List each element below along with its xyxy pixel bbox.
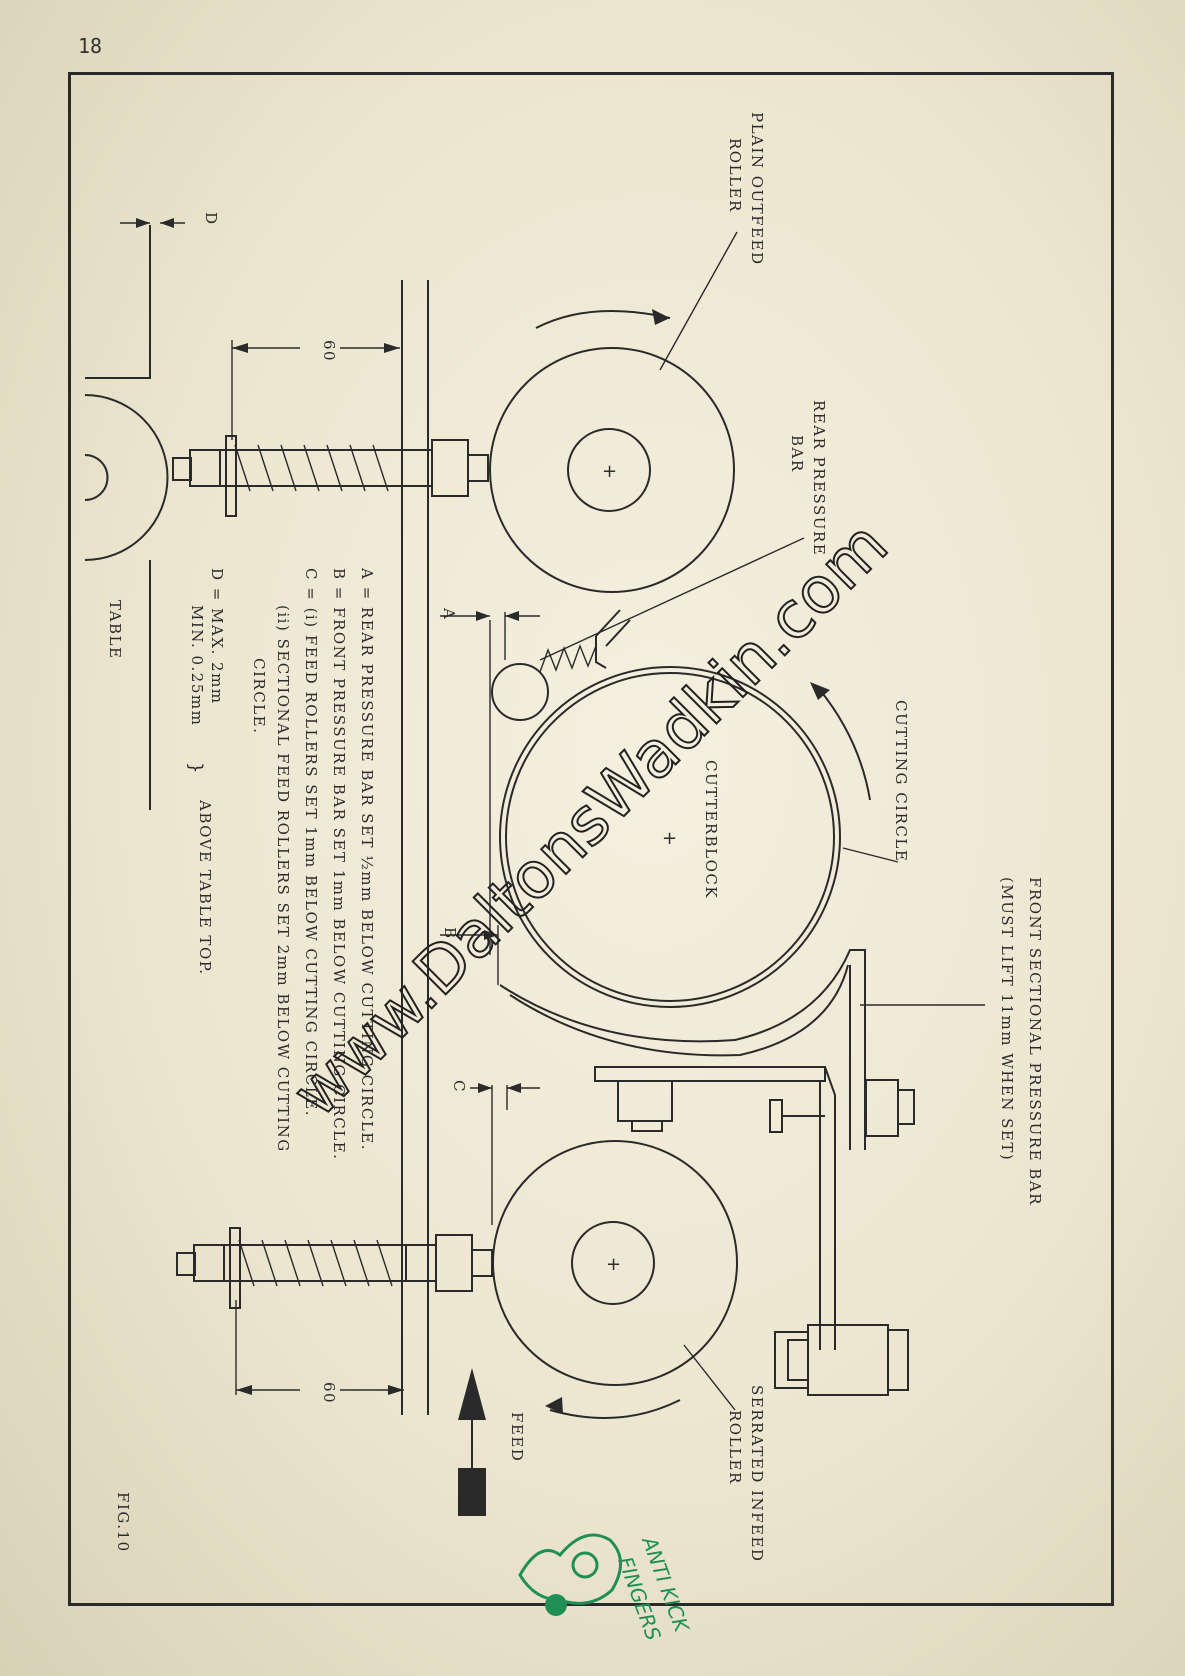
front-sectional-label-1: FRONT SECTIONAL PRESSURE BAR [1026, 877, 1044, 1206]
dimension-a: A [440, 607, 540, 955]
plain-outfeed-roller: + [489, 347, 735, 593]
svg-text:}: } [185, 762, 206, 773]
figure-frame [68, 72, 1114, 1606]
dimension-c: C [450, 1080, 540, 1225]
page-number: 18 [78, 34, 103, 58]
front-sectional-pressure-bar [499, 949, 985, 1396]
feed-label: FEED [508, 1412, 526, 1462]
table-roller-inner-arc [84, 454, 109, 501]
rear-pressure-leader [539, 537, 805, 661]
table-label: TABLE [106, 600, 124, 659]
svg-text:+: + [602, 461, 617, 482]
legend-d3: ABOVE TABLE TOP. [196, 799, 214, 976]
dimension-b: B [440, 925, 499, 985]
table-edge [85, 225, 151, 379]
serrated-infeed-label-2: ROLLER [726, 1410, 744, 1485]
cutting-rotation-arrow [819, 689, 871, 801]
cutting-circle-label: CUTTING CIRCLE [892, 700, 910, 862]
handwritten-note: ANTI KICK FINGERS [518, 1532, 694, 1644]
dimension-60-upper: 60 [231, 340, 400, 440]
svg-text:D: D [202, 212, 220, 226]
rear-pressure-label-2: BAR [788, 435, 806, 473]
outfeed-leader [659, 231, 738, 371]
cutterblock: + [499, 666, 841, 1008]
infeed-rotation-arrow [549, 1399, 681, 1419]
legend-c3: CIRCLE. [250, 658, 268, 734]
legend-c2: (ii) SECTIONAL FEED ROLLERS SET 2mm BELO… [274, 605, 292, 1153]
feed-arrow-icon [458, 1368, 486, 1516]
table-roller-arc [84, 394, 169, 561]
legend-c1: C = (i) FEED ROLLERS SET 1mm BELOW CUTTI… [302, 568, 320, 1117]
plain-outfeed-label-2: ROLLER [726, 138, 744, 213]
infeed-leader [683, 1344, 736, 1411]
figure-label: FIG.10 [114, 1492, 132, 1553]
serrated-infeed-roller: + [492, 1140, 738, 1386]
legend-a: A = REAR PRESSURE BAR SET ½mm BELOW CUTT… [358, 567, 376, 1151]
svg-text:60: 60 [320, 1382, 338, 1404]
svg-text:A: A [440, 607, 458, 620]
front-spring-assembly [176, 1227, 493, 1309]
dimension-60-lower: 60 [235, 1300, 404, 1404]
svg-text:C: C [450, 1080, 468, 1093]
svg-text:+: + [662, 828, 677, 849]
svg-text:+: + [606, 1254, 621, 1275]
plain-outfeed-label-1: PLAIN OUTFEED [748, 112, 766, 265]
svg-text:B: B [441, 927, 459, 940]
legend-b: B = FRONT PRESSURE BAR SET 1mm BELOW CUT… [330, 568, 348, 1160]
settings-legend: A = REAR PRESSURE BAR SET ½mm BELOW CUTT… [185, 567, 376, 1160]
legend-d1: D = MAX. 2mm [208, 568, 226, 705]
serrated-infeed-label-1: SERRATED INFEED [748, 1385, 766, 1562]
legend-d2: MIN. 0.25mm [188, 605, 206, 726]
rear-spring-assembly [172, 435, 489, 517]
rear-pressure-label-1: REAR PRESSURE [810, 400, 828, 556]
cutterblock-label: CUTTERBLOCK [702, 760, 720, 899]
svg-text:60: 60 [320, 340, 338, 362]
front-sectional-label-2: (MUST LIFT 11mm WHEN SET) [998, 877, 1016, 1161]
outfeed-rotation-arrow [535, 309, 671, 329]
dimension-d: D [120, 212, 220, 228]
cutting-circle-leader [842, 847, 899, 863]
rear-pressure-bar [491, 537, 805, 721]
